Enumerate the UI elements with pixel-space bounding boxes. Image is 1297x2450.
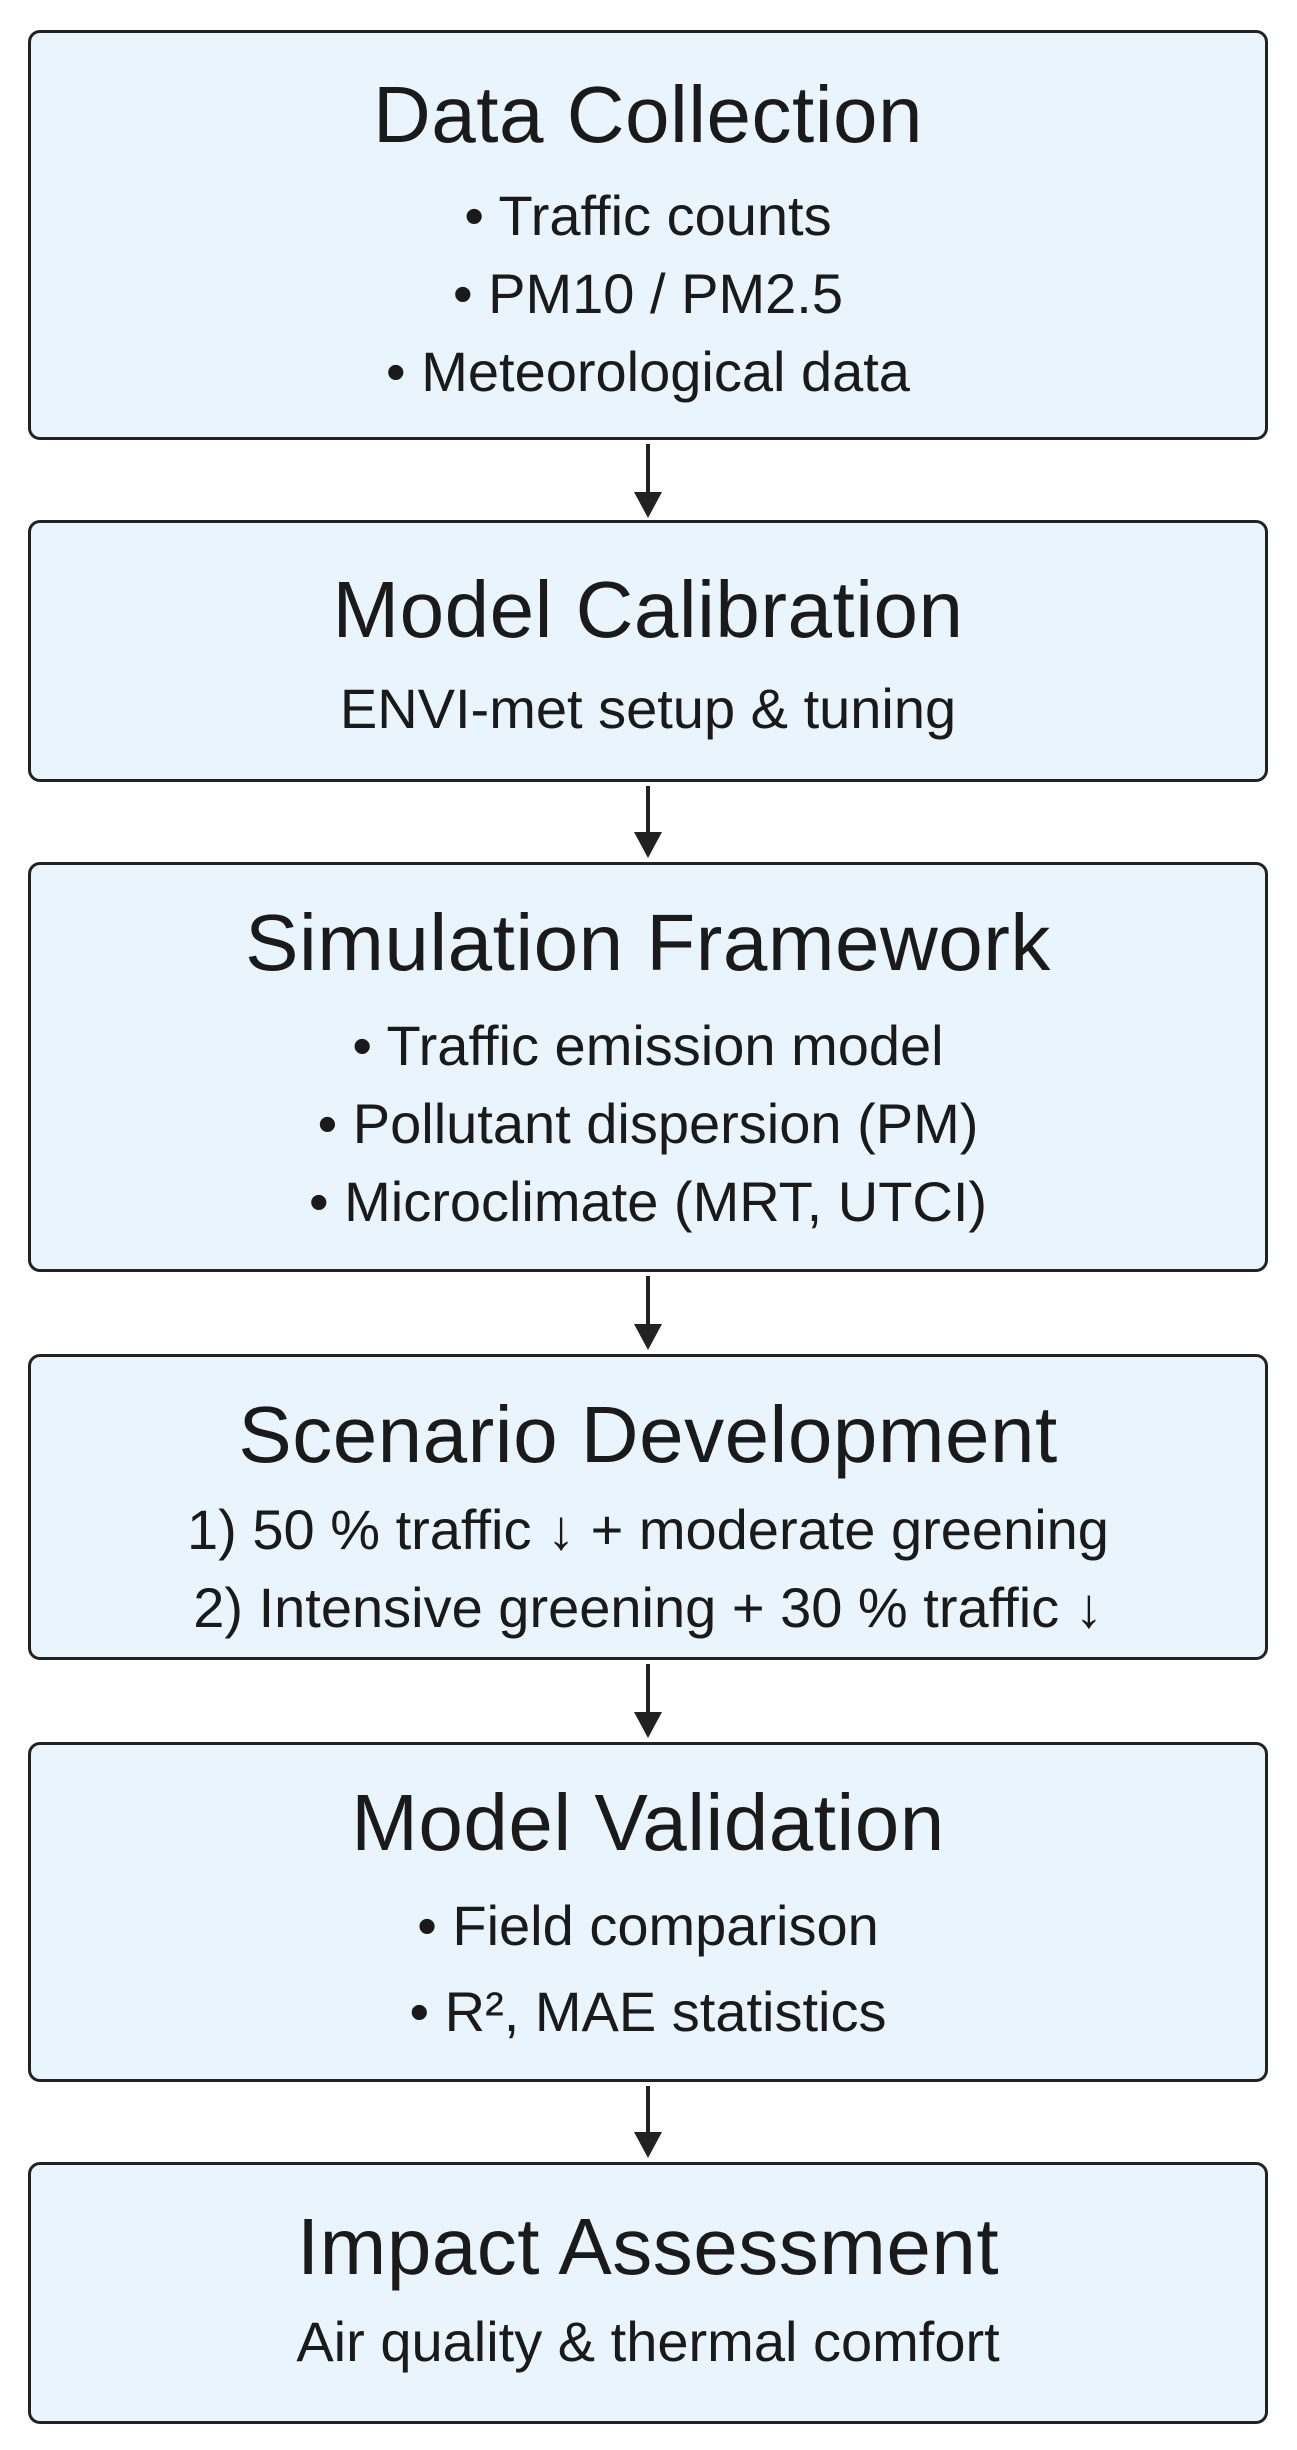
step-line: • PM10 / PM2.5 xyxy=(453,262,843,325)
step-title: Model Calibration xyxy=(332,565,964,654)
step-line: • Field comparison xyxy=(417,1894,879,1957)
step-line: • Microclimate (MRT, UTCI) xyxy=(308,1170,988,1233)
step-line: • Pollutant dispersion (PM) xyxy=(317,1092,979,1155)
step-scenario-development: Scenario Development 1) 50 % traffic ↓ +… xyxy=(28,1354,1268,1660)
step-title: Impact Assessment xyxy=(296,2202,1000,2291)
step-simulation-framework: Simulation Framework • Traffic emission … xyxy=(28,862,1268,1272)
step-title: Scenario Development xyxy=(238,1390,1058,1479)
step-title: Simulation Framework xyxy=(245,898,1051,987)
flow-arrow xyxy=(634,786,662,858)
step-line: 1) 50 % traffic ↓ + moderate greening xyxy=(187,1498,1109,1561)
step-line: • R², MAE statistics xyxy=(409,1980,887,2043)
step-line: 2) Intensive greening + 30 % traffic ↓ xyxy=(193,1576,1103,1639)
step-title: Model Validation xyxy=(351,1778,945,1867)
step-model-validation: Model Validation • Field comparison • R²… xyxy=(28,1742,1268,2082)
flow-arrow xyxy=(634,1664,662,1738)
step-impact-assessment: Impact Assessment Air quality & thermal … xyxy=(28,2162,1268,2424)
step-model-calibration: Model Calibration ENVI-met setup & tunin… xyxy=(28,520,1268,782)
step-title: Data Collection xyxy=(373,70,923,159)
step-line: ENVI-met setup & tuning xyxy=(339,677,957,740)
flow-arrow xyxy=(634,1276,662,1350)
step-line: Air quality & thermal comfort xyxy=(296,2310,1000,2373)
step-line: • Traffic emission model xyxy=(352,1014,944,1077)
flow-arrow xyxy=(634,444,662,518)
flow-arrow xyxy=(634,2086,662,2158)
step-line: • Traffic counts xyxy=(464,184,832,247)
step-line: • Meteorological data xyxy=(386,340,910,403)
step-data-collection: Data Collection • Traffic counts • PM10 … xyxy=(28,30,1268,440)
